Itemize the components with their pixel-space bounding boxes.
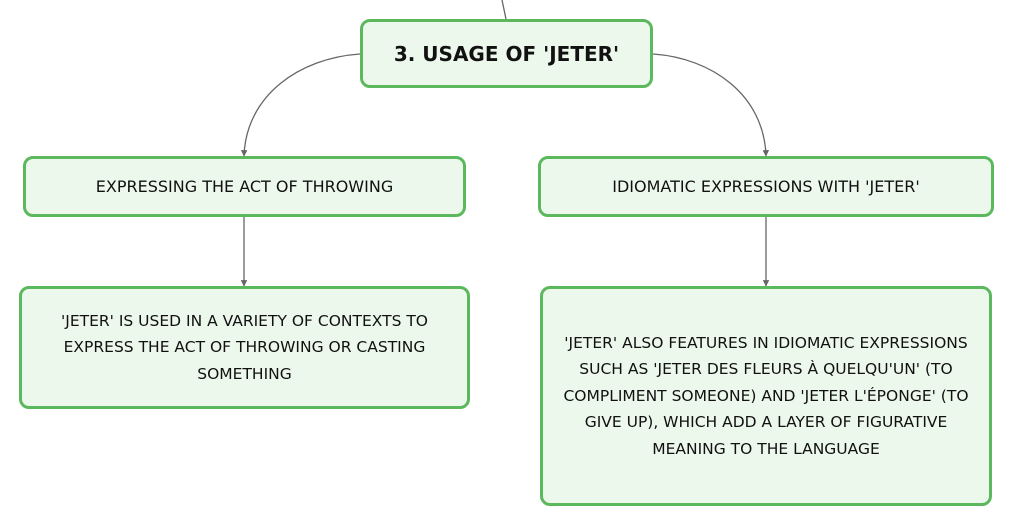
branch-node-idiomatic[interactable]: IDIOMATIC EXPRESSIONS WITH 'JETER' xyxy=(538,156,994,217)
leaf-node-text: 'JETER' IS USED IN A VARIETY OF CONTEXTS… xyxy=(60,311,429,383)
branch-node-label: IDIOMATIC EXPRESSIONS WITH 'JETER' xyxy=(612,177,920,196)
root-node-label: 3. USAGE OF 'JETER' xyxy=(393,41,620,66)
leaf-node-text: 'JETER' ALSO FEATURES IN IDIOMATIC EXPRE… xyxy=(563,333,969,458)
connector-root-to-right-branch xyxy=(652,53,770,157)
branch-node-throwing[interactable]: EXPRESSING THE ACT OF THROWING xyxy=(23,156,466,217)
parent-connector-line xyxy=(501,0,507,20)
leaf-node-idiomatic-detail[interactable]: 'JETER' ALSO FEATURES IN IDIOMATIC EXPRE… xyxy=(540,286,992,506)
branch-node-label: EXPRESSING THE ACT OF THROWING xyxy=(95,177,394,196)
leaf-node-throwing-detail[interactable]: 'JETER' IS USED IN A VARIETY OF CONTEXTS… xyxy=(19,286,470,409)
root-node[interactable]: 3. USAGE OF 'JETER' xyxy=(360,19,653,88)
connector-root-to-left-branch xyxy=(240,53,361,157)
